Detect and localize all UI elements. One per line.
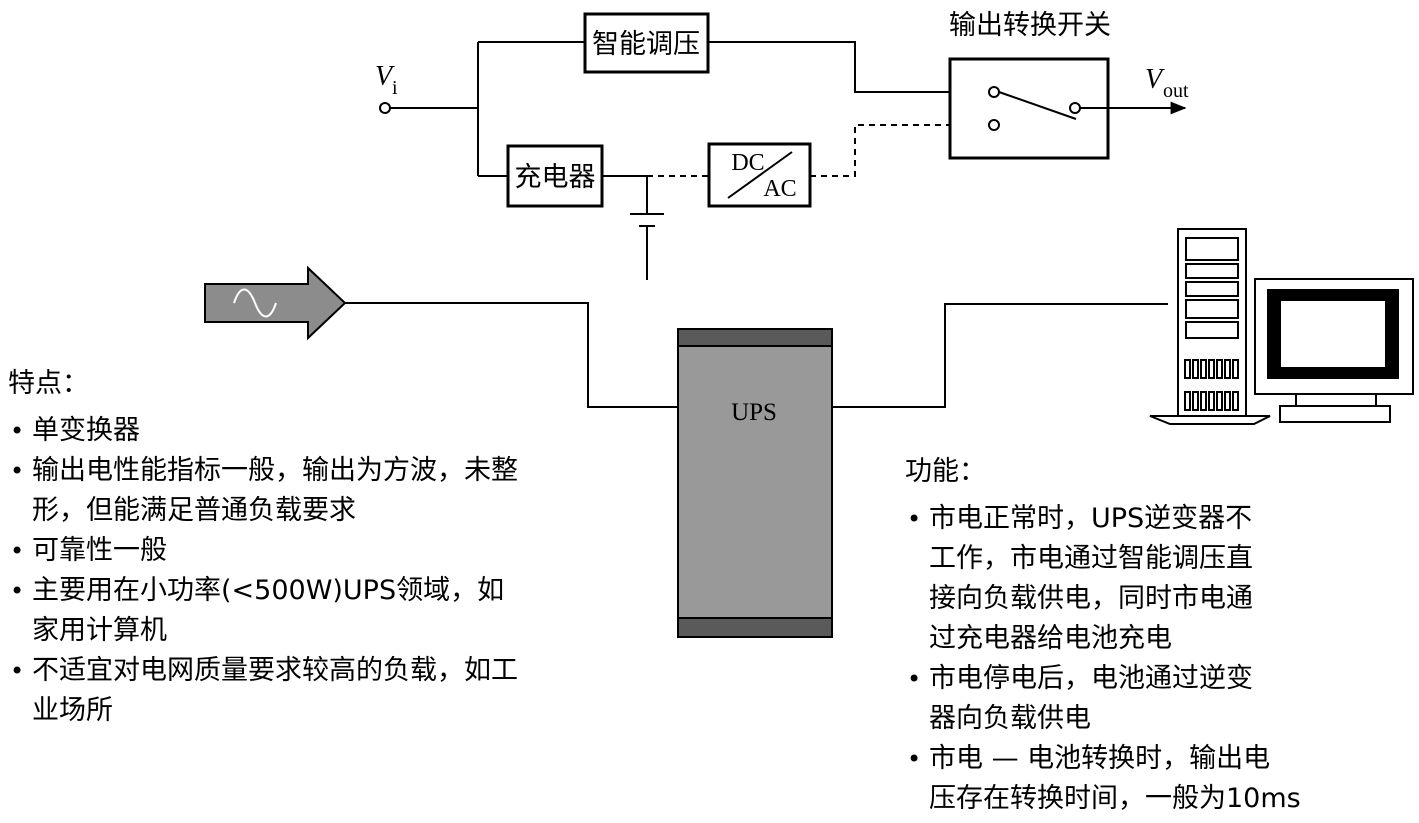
inverter-top-label: DC xyxy=(731,150,764,176)
input-voltage-label: V i xyxy=(375,61,398,99)
inverter-block: DC AC xyxy=(707,142,812,208)
inverter-bottom-label: AC xyxy=(763,176,796,202)
switch-contact-upper xyxy=(988,86,1000,98)
circuit-wiring xyxy=(379,41,1187,280)
svg-text:V: V xyxy=(1145,64,1165,95)
feature-item: 不适宜对电网质量要求较高的负载，如工 业场所 xyxy=(10,651,518,731)
input-terminal xyxy=(379,102,391,114)
functions-heading: 功能： xyxy=(905,456,986,487)
ups-unit: UPS xyxy=(677,328,833,638)
switch-title: 输出转换开关 xyxy=(949,10,1111,41)
charger-block: 充电器 xyxy=(506,144,604,208)
function-item: 市电停电后，电池通过逆变 器向负载供电 xyxy=(907,659,1301,739)
function-item: 市电 — 电池转换时，输出电 压存在转换时间，一般为10ms xyxy=(907,739,1301,819)
features-heading: 特点： xyxy=(8,368,89,399)
feature-item: 输出电性能指标一般，输出为方波，未整 形，但能满足普通负载要求 xyxy=(10,451,518,531)
feature-item: 可靠性一般 xyxy=(10,531,518,571)
charger-label: 充电器 xyxy=(515,162,596,193)
svg-text:i: i xyxy=(392,77,398,99)
feature-item: 主要用在小功率(<500W)UPS领域，如 家用计算机 xyxy=(10,571,518,651)
switch-common-contact xyxy=(1069,102,1081,114)
regulator-label: 智能调压 xyxy=(592,29,700,60)
feature-item: 单变换器 xyxy=(10,411,518,451)
features-list: 单变换器 输出电性能指标一般，输出为方波，未整 形，但能满足普通负载要求 可靠性… xyxy=(10,411,518,731)
function-item: 市电正常时，UPS逆变器不 工作，市电通过智能调压直 接向负载供电，同时市电通 … xyxy=(907,499,1301,659)
ups-label: UPS xyxy=(731,399,777,426)
output-switch-block xyxy=(948,57,1110,160)
ups-wiring xyxy=(345,302,1168,408)
ac-input-arrow-icon xyxy=(204,265,347,341)
switch-contact-lower xyxy=(988,119,1000,131)
regulator-block: 智能调压 xyxy=(583,12,710,74)
svg-text:V: V xyxy=(375,61,395,92)
desktop-computer-icon xyxy=(1149,228,1414,425)
output-voltage-label: V out xyxy=(1145,64,1189,102)
svg-text:out: out xyxy=(1163,80,1189,102)
functions-list: 市电正常时，UPS逆变器不 工作，市电通过智能调压直 接向负载供电，同时市电通 … xyxy=(907,499,1301,819)
